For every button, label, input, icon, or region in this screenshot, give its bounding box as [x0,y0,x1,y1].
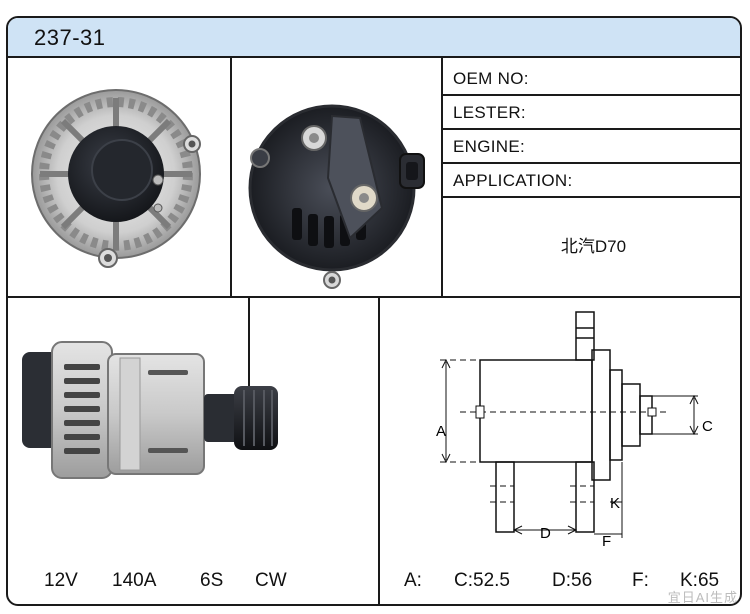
spec-row-line [441,128,740,130]
alternator-front-photo [8,58,230,296]
lester-label: LESTER: [453,103,526,122]
dim-k-value: K:65 [680,570,720,591]
inner-divider [248,298,250,390]
col-divider-bottom [378,296,380,604]
title-bar: 237-31 [8,18,740,58]
dim-d-letter: D [540,525,551,542]
pulley-spec: 6S [200,570,224,591]
amperage-spec: 140A [112,570,157,591]
voltage-spec: 12V [44,570,78,591]
part-number-title: 237-31 [34,25,106,50]
rotation-spec: CW [255,570,287,591]
product-sheet: 237-31 [6,16,742,606]
dim-c-value: C:52.5 [454,570,510,591]
dim-d-value: D:56 [552,570,593,591]
alternator-side-photo: 12V 140A 6S CW [8,298,378,604]
dim-f-letter: F [602,533,611,548]
dimension-diagram: A C D F K A: C:52.5 D:56 F: K:65 宜日AI生成 [380,298,740,605]
dim-k-letter: K [610,495,620,512]
dim-a-letter: A [436,423,446,440]
spec-row-line [441,162,740,164]
spec-row-line [441,94,740,96]
engine-label: ENGINE: [453,137,526,156]
oem-no-label: OEM NO: [453,69,529,88]
alternator-front-drawing [31,89,201,268]
alternator-rear-photo [232,58,441,296]
dim-c-letter: C [702,418,713,435]
dimension-drawing: A C D F K [436,311,713,550]
application-value: 北汽D70 [560,237,627,256]
col-divider-top-2 [441,58,443,296]
application-label: APPLICATION: [453,171,573,190]
col-divider-top-1 [230,58,232,296]
spec-panel: OEM NO: LESTER: ENGINE: APPLICATION: 北汽D… [443,58,740,296]
alternator-side-drawing [22,341,278,479]
row-divider [8,296,740,298]
dim-a-value: A: [404,570,422,591]
alternator-rear-drawing [248,104,425,289]
spec-row-line [441,196,740,198]
dim-f-value: F: [632,570,649,591]
watermark-text: 宜日AI生成 [667,590,738,605]
